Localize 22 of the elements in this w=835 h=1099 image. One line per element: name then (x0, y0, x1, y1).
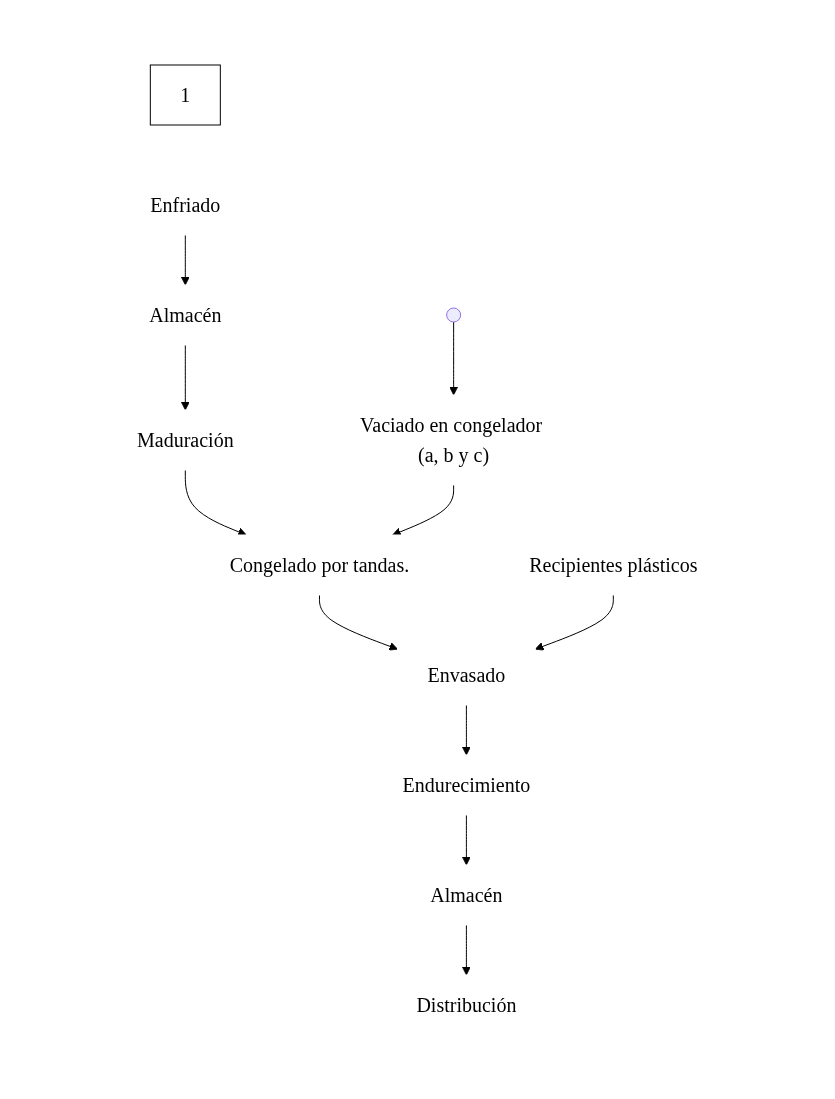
node-text: Congelado por tandas. (230, 553, 410, 576)
node-text: Distribución (416, 993, 517, 1016)
node-text: Almacén (149, 303, 222, 326)
arrow (181, 344, 190, 410)
arrow (181, 234, 190, 285)
arrow (462, 814, 472, 865)
node-text: Recipientes plásticos (529, 553, 698, 576)
arrow (462, 924, 472, 975)
arrow (462, 704, 472, 755)
arrow (535, 594, 615, 651)
node-text: Maduración (137, 428, 234, 451)
arrow (392, 484, 455, 536)
node-text: Vaciado en congelador (a, b y c) (360, 413, 543, 466)
node-text: Endurecimiento (402, 773, 531, 796)
node-text: Envasado (427, 663, 506, 686)
arrow (449, 321, 459, 395)
node-text: Enfriado (150, 193, 221, 216)
node-circle (446, 307, 462, 322)
arrow (319, 594, 399, 651)
arrow (185, 469, 247, 536)
node-text: Almacén (430, 883, 503, 906)
node-box: 1 (150, 64, 222, 125)
